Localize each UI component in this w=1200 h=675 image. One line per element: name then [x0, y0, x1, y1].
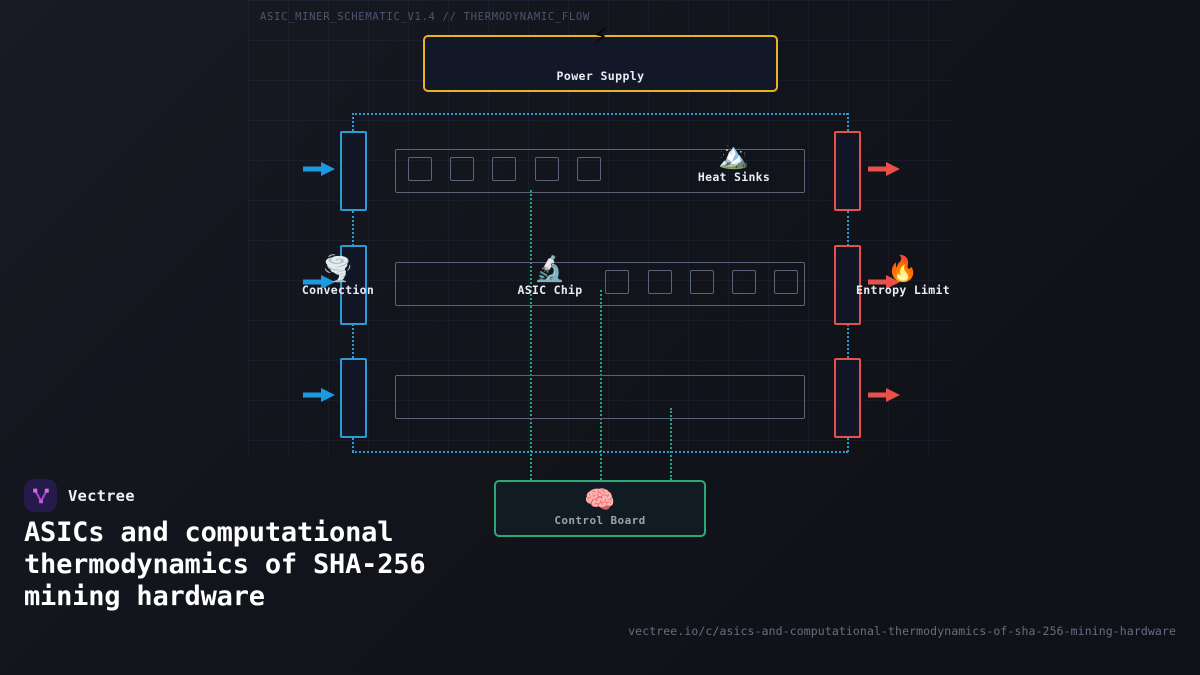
row-2-cell-5	[774, 270, 798, 294]
input-bar-row-3	[340, 358, 367, 438]
power-supply-block[interactable]: ⚡ Power Supply	[423, 23, 778, 92]
power-bus-right-down	[847, 113, 849, 131]
signal-line-row3	[670, 408, 672, 480]
input-arrow-row-3	[303, 388, 335, 402]
row-2-cell-3	[690, 270, 714, 294]
brand-name-label: Vectree	[68, 486, 135, 505]
row-container-1	[395, 149, 805, 193]
brain-icon: 🧠	[584, 485, 616, 514]
input-bar-row-2	[340, 245, 367, 325]
output-bar-row-2	[834, 245, 861, 325]
row-1-cell-5	[577, 157, 601, 181]
node-heat-sinks[interactable]: 🏔️ Heat Sinks	[654, 141, 814, 185]
page-title: ASICs and computational thermodynamics o…	[24, 517, 426, 612]
schematic-header-text: ASIC_MINER_SCHEMATIC_V1.4 // THERMODYNAM…	[260, 11, 591, 23]
brand-block: Vectree	[24, 479, 135, 512]
output-bus-seg-1	[847, 211, 849, 246]
page-url: vectree.io/c/asics-and-computational-the…	[628, 624, 1176, 638]
vectree-logo-icon	[24, 479, 57, 512]
output-arrow-row-3	[868, 388, 900, 402]
node-convection-label: Convection	[301, 283, 375, 298]
row-1-cell-3	[492, 157, 516, 181]
lightning-bolt-icon: ⚡	[592, 21, 609, 51]
input-bus-seg-2	[352, 324, 354, 358]
control-board-block[interactable]: 🧠 Control Board	[494, 480, 706, 537]
tornado-icon: 🌪️	[322, 254, 354, 283]
node-convection[interactable]: 🌪️ Convection	[258, 254, 418, 298]
input-bus-bottom-down	[352, 433, 354, 452]
power-bus-top	[352, 113, 848, 115]
output-bar-row-3	[834, 358, 861, 438]
input-bar-row-1	[340, 131, 367, 211]
node-heat-sinks-label: Heat Sinks	[697, 170, 771, 185]
row-2-cell-1	[605, 270, 629, 294]
node-asic-chip[interactable]: 🔬 ASIC Chip	[470, 254, 630, 298]
output-arrow-row-1	[868, 162, 900, 176]
row-2-cell-4	[732, 270, 756, 294]
signal-line-asic	[600, 290, 602, 480]
power-bus-left-down	[352, 113, 354, 131]
row-1-cell-4	[535, 157, 559, 181]
node-entropy-limit-label: Entropy Limit	[856, 283, 950, 298]
row-1-cell-1	[408, 157, 432, 181]
row-container-2	[395, 262, 805, 306]
power-supply-label: Power Supply	[556, 69, 645, 83]
input-arrow-row-2	[303, 275, 335, 289]
signal-line-heatsink	[530, 190, 532, 480]
input-bus-seg-1	[352, 211, 354, 246]
node-entropy-limit[interactable]: 🔥 Entropy Limit	[823, 254, 983, 298]
node-asic-chip-label: ASIC Chip	[517, 283, 583, 298]
mountain-snow-icon: 🏔️	[718, 141, 750, 170]
output-bar-row-1	[834, 131, 861, 211]
output-bus-bottom-down	[847, 433, 849, 452]
output-arrow-row-2	[868, 275, 900, 289]
row-2-cell-2	[648, 270, 672, 294]
row-container-3	[395, 375, 805, 419]
output-bus-seg-2	[847, 324, 849, 358]
microscope-icon: 🔬	[534, 254, 566, 283]
row-1-cell-2	[450, 157, 474, 181]
fire-icon: 🔥	[887, 254, 919, 283]
control-board-label: Control Board	[554, 514, 646, 527]
input-arrow-row-1	[303, 162, 335, 176]
